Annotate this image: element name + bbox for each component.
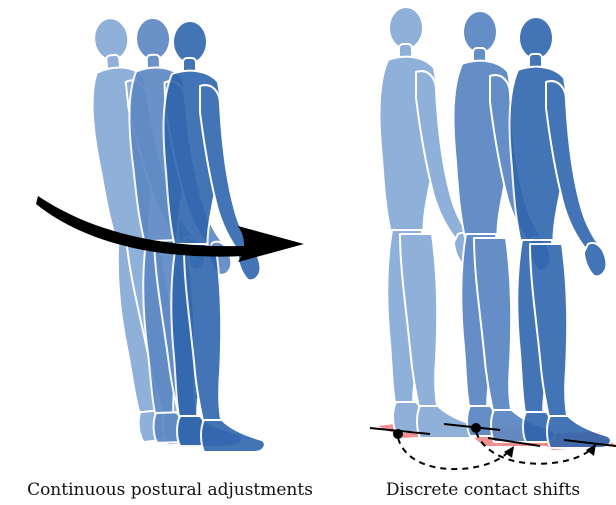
right-panel: [370, 7, 616, 469]
caption-right: Discrete contact shifts: [386, 480, 580, 500]
left-panel: [36, 10, 304, 452]
human-figure-dark: [510, 17, 611, 448]
caption-left: Continuous postural adjustments: [27, 480, 313, 500]
contact-point: [393, 429, 403, 439]
contact-point: [471, 423, 481, 433]
